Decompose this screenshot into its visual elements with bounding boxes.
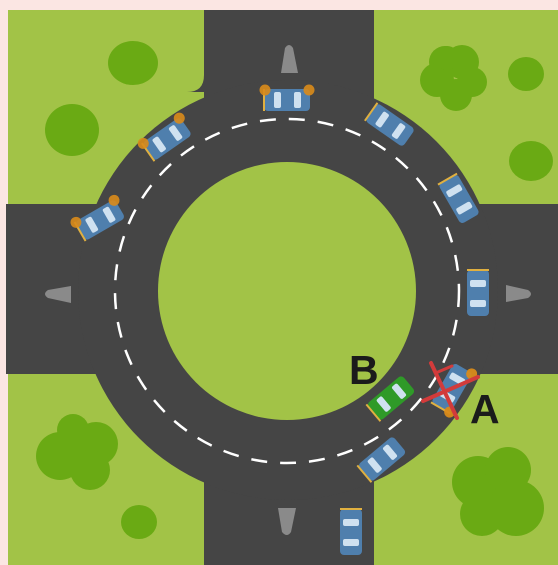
car-window [343,519,359,526]
blinker-icon [304,85,315,96]
car-window [470,280,486,287]
car-right [467,270,489,316]
blinker-icon [260,85,271,96]
car-bottom-exit [340,509,362,555]
label-a: A [470,386,500,432]
label-b: B [349,347,379,393]
car-window [274,92,281,108]
car-body [467,270,489,316]
car-body [340,509,362,555]
car-body [264,89,310,111]
car-window [294,92,301,108]
car-window [470,300,486,307]
car-window [343,539,359,546]
